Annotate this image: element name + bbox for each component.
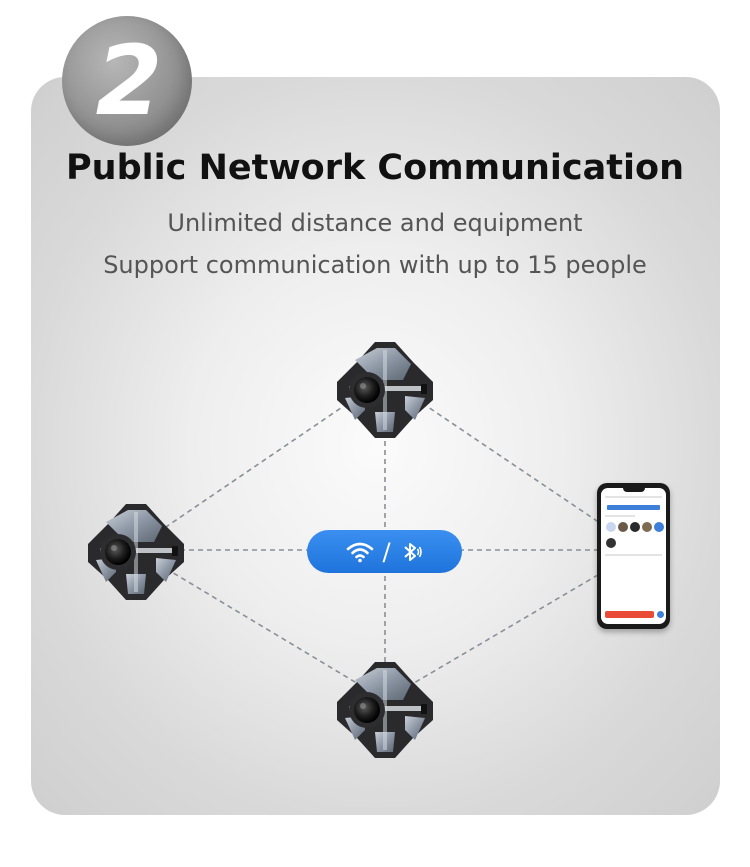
avatar	[630, 522, 640, 532]
screen-label	[605, 515, 635, 517]
screen-banner	[607, 505, 660, 510]
bluetooth-icon	[403, 542, 422, 561]
avatar	[606, 538, 616, 548]
avatar	[654, 522, 664, 532]
screen-menu-button	[657, 611, 664, 618]
intercom-device-bottom	[337, 662, 433, 758]
phone-notch	[623, 488, 645, 492]
separator-text: /	[382, 537, 391, 566]
step-number: 2	[95, 25, 163, 137]
connection-lines	[134, 377, 638, 701]
intercom-device-top	[337, 342, 433, 438]
smartphone	[597, 483, 670, 629]
intercom-device-left	[88, 504, 184, 600]
connection-badge: /	[307, 530, 462, 573]
avatar	[606, 522, 616, 532]
feature-title: Public Network Communication	[66, 148, 684, 188]
feature-subtitle-1: Unlimited distance and equipment	[167, 209, 583, 237]
feature-subtitle-2: Support communication with up to 15 peop…	[103, 251, 647, 279]
screen-header	[605, 496, 662, 498]
step-badge: 2	[62, 16, 192, 146]
wifi-icon	[347, 542, 374, 562]
phone-screen	[601, 488, 666, 624]
screen-call-button	[605, 611, 654, 618]
avatar	[618, 522, 628, 532]
screen-divider	[605, 554, 662, 556]
avatar	[642, 522, 652, 532]
